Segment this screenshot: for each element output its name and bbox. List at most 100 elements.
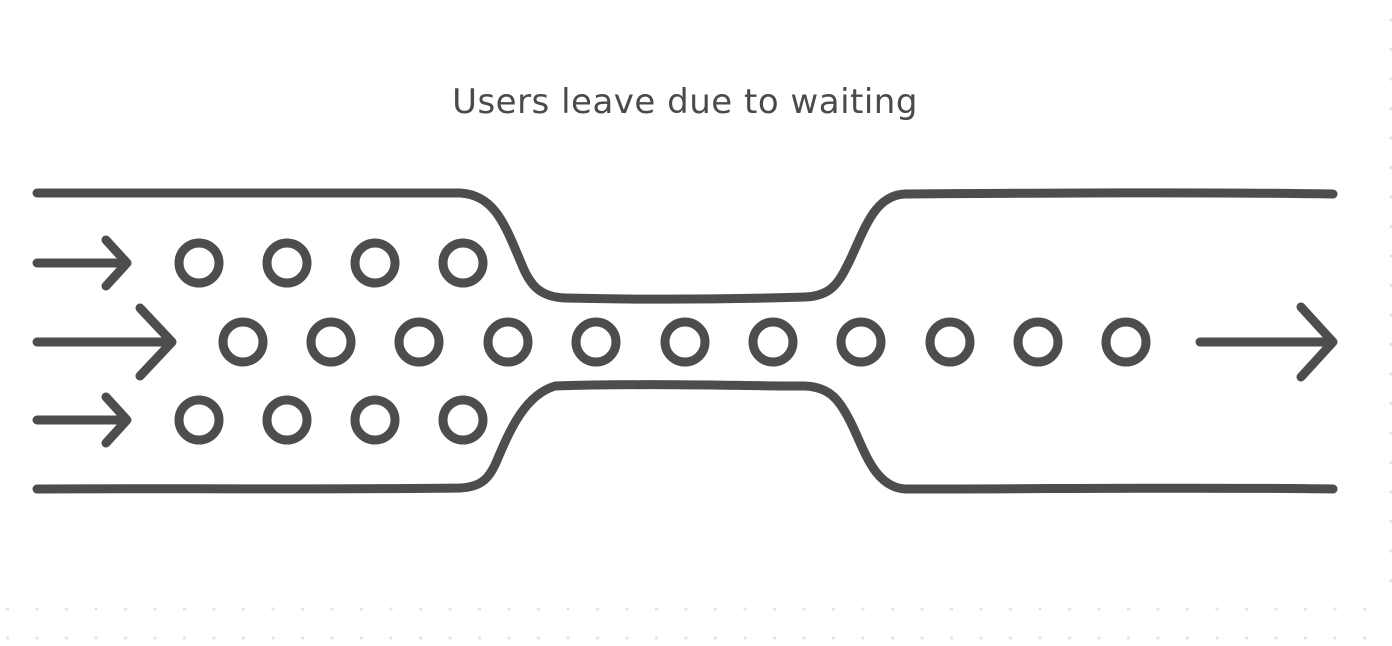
- diagram-title: Users leave due to waiting: [452, 82, 918, 122]
- grid-dot: [713, 636, 718, 640]
- circle-icon: [218, 317, 268, 367]
- grid-dot: [1389, 224, 1392, 229]
- grid-dot: [507, 607, 511, 611]
- circle-icon: [1013, 317, 1063, 367]
- grid-dot: [831, 636, 836, 640]
- grid-dot: [1333, 636, 1337, 640]
- grid-dot: [94, 636, 98, 640]
- circle-icon: [262, 395, 312, 445]
- grid-dot: [1389, 519, 1392, 524]
- grid-dot: [861, 636, 865, 640]
- circle-icon: [350, 395, 400, 445]
- grid-dot: [890, 636, 895, 640]
- grid-dot: [35, 636, 39, 640]
- grid-dot: [920, 607, 924, 611]
- grid-dot: [625, 636, 629, 640]
- grid-dot: [1389, 195, 1392, 199]
- grid-dot: [1389, 313, 1392, 317]
- grid-dot: [507, 636, 511, 640]
- grid-dot: [389, 607, 393, 611]
- circle-icon: [438, 238, 488, 288]
- grid-dot: [802, 636, 806, 640]
- grid-dot: [241, 636, 246, 640]
- grid-dot: [1389, 254, 1392, 258]
- grid-dot: [359, 607, 364, 611]
- grid-dot: [684, 636, 688, 640]
- grid-dot: [1389, 431, 1392, 435]
- grid-dot: [477, 607, 482, 611]
- grid-dot: [1389, 549, 1392, 553]
- users-row-top: [174, 238, 488, 288]
- grid-dot: [920, 636, 924, 640]
- grid-dot: [1389, 401, 1392, 406]
- grid-dot: [271, 636, 275, 640]
- grid-dot: [949, 636, 954, 640]
- circle-icon: [483, 317, 533, 367]
- pipe-top-wall: [32, 188, 1338, 304]
- grid-dot: [1333, 607, 1337, 611]
- grid-dot: [625, 607, 629, 611]
- grid-dot: [1097, 636, 1101, 640]
- grid-dot: [1362, 636, 1367, 640]
- grid-dot: [1215, 636, 1219, 640]
- arrow-right-icon: [32, 235, 132, 291]
- grid-dot: [35, 607, 39, 611]
- grid-dot: [330, 607, 334, 611]
- circle-icon: [1101, 317, 1151, 367]
- grid-dot: [1389, 342, 1392, 347]
- grid-dot: [5, 636, 10, 640]
- circle-icon: [350, 238, 400, 288]
- grid-dot: [300, 636, 305, 640]
- pipe-bottom-wall: [32, 380, 1338, 494]
- grid-dot: [1126, 636, 1131, 640]
- grid-dot: [861, 607, 865, 611]
- grid-dot: [654, 636, 659, 640]
- arrow-right-icon: [1195, 302, 1338, 382]
- grid-dot: [979, 636, 983, 640]
- grid-dot: [1303, 636, 1308, 640]
- grid-dot: [389, 636, 393, 640]
- grid-dot: [212, 636, 216, 640]
- grid-dot: [1008, 636, 1013, 640]
- grid-dot: [123, 607, 128, 611]
- grid-dot: [1389, 18, 1392, 22]
- grid-dot: [566, 607, 570, 611]
- grid-dot: [743, 607, 747, 611]
- grid-dot: [1303, 607, 1308, 611]
- grid-dot: [418, 636, 423, 640]
- pipe-outline: [32, 188, 1338, 494]
- grid-dot: [595, 636, 600, 640]
- grid-dot: [1244, 607, 1249, 611]
- grid-dot: [772, 607, 777, 611]
- grid-dot: [802, 607, 806, 611]
- circle-icon: [174, 395, 224, 445]
- grid-dot: [1097, 607, 1101, 611]
- grid-dot: [595, 607, 600, 611]
- grid-dot: [359, 636, 364, 640]
- grid-dot: [1126, 607, 1131, 611]
- circle-icon: [394, 317, 444, 367]
- grid-dot: [330, 636, 334, 640]
- arrow-right-icon: [32, 303, 177, 381]
- grid-dot: [1215, 607, 1219, 611]
- grid-dot: [1389, 106, 1392, 111]
- grid-dot: [1389, 490, 1392, 494]
- grid-dot: [1185, 607, 1190, 611]
- grid-dot: [271, 607, 275, 611]
- grid-dot: [153, 607, 157, 611]
- input-arrow-middle: [32, 303, 177, 381]
- grid-dot: [684, 607, 688, 611]
- grid-dot: [536, 636, 541, 640]
- input-arrow-bottom: [32, 392, 132, 448]
- grid-dot: [241, 607, 246, 611]
- grid-dot: [182, 607, 187, 611]
- grid-dot: [418, 607, 423, 611]
- grid-dot: [1244, 636, 1249, 640]
- grid-dot: [1156, 607, 1160, 611]
- grid-dot: [743, 636, 747, 640]
- users-row-middle: [218, 317, 1151, 367]
- grid-dot: [1389, 165, 1392, 170]
- circle-icon: [748, 317, 798, 367]
